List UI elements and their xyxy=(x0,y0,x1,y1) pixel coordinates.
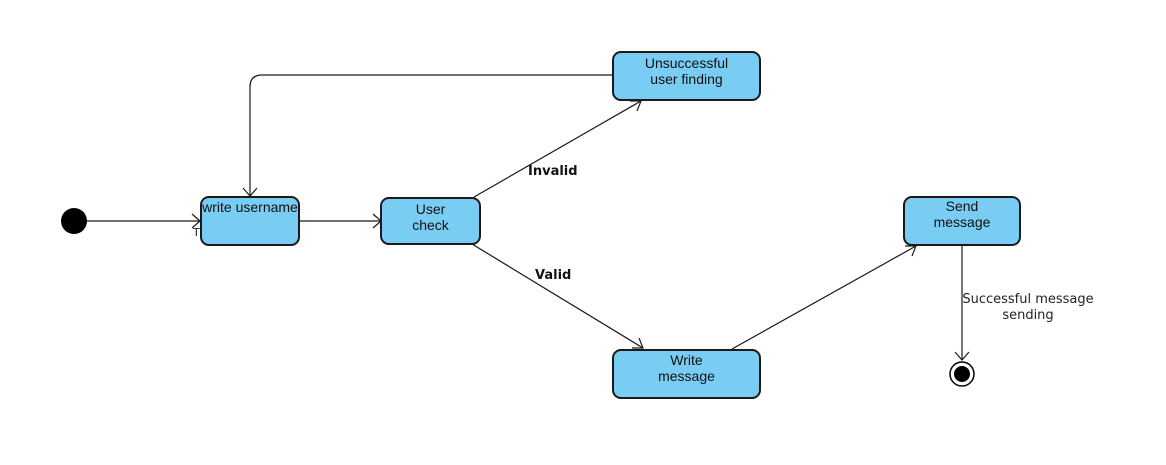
state-unsuccessful-line2: user finding xyxy=(650,71,723,87)
state-send-message[interactable]: Send message xyxy=(903,196,1021,246)
edge-valid xyxy=(471,243,644,349)
initial-node xyxy=(61,208,87,234)
state-unsuccessful-line1: Unsuccessful xyxy=(644,55,729,71)
state-write-message-line2: message xyxy=(658,368,715,384)
state-user-check[interactable]: User check xyxy=(380,197,481,245)
hidden-label-fragment: T xyxy=(193,226,200,239)
edge-invalid xyxy=(473,100,642,198)
state-user-check-line2: check xyxy=(412,217,449,233)
state-unsuccessful-user-finding[interactable]: Unsuccessful user finding xyxy=(612,51,761,101)
transition-label-successful-line2: sending xyxy=(1002,308,1054,323)
state-write-username-label: write username xyxy=(202,199,298,215)
state-write-message[interactable]: Write message xyxy=(612,349,761,399)
state-send-message-line1: Send xyxy=(945,198,979,214)
final-node xyxy=(949,361,975,387)
state-user-check-line1: User xyxy=(415,201,446,217)
state-write-message-line1: Write xyxy=(670,352,703,368)
edge-send-to-final xyxy=(954,245,970,361)
edge-write-username-to-user-check xyxy=(300,213,382,229)
transition-label-successful-sending: Successful message sending xyxy=(962,292,1094,324)
transition-label-invalid: Invalid xyxy=(528,164,578,179)
state-send-message-line2: message xyxy=(933,214,991,230)
edge-write-to-send xyxy=(731,245,917,350)
transition-label-successful-line1: Successful message xyxy=(962,292,1094,307)
state-write-username[interactable]: write username xyxy=(200,196,300,246)
edge-initial-to-write-username xyxy=(87,213,201,229)
transition-label-valid: Valid xyxy=(535,268,572,283)
